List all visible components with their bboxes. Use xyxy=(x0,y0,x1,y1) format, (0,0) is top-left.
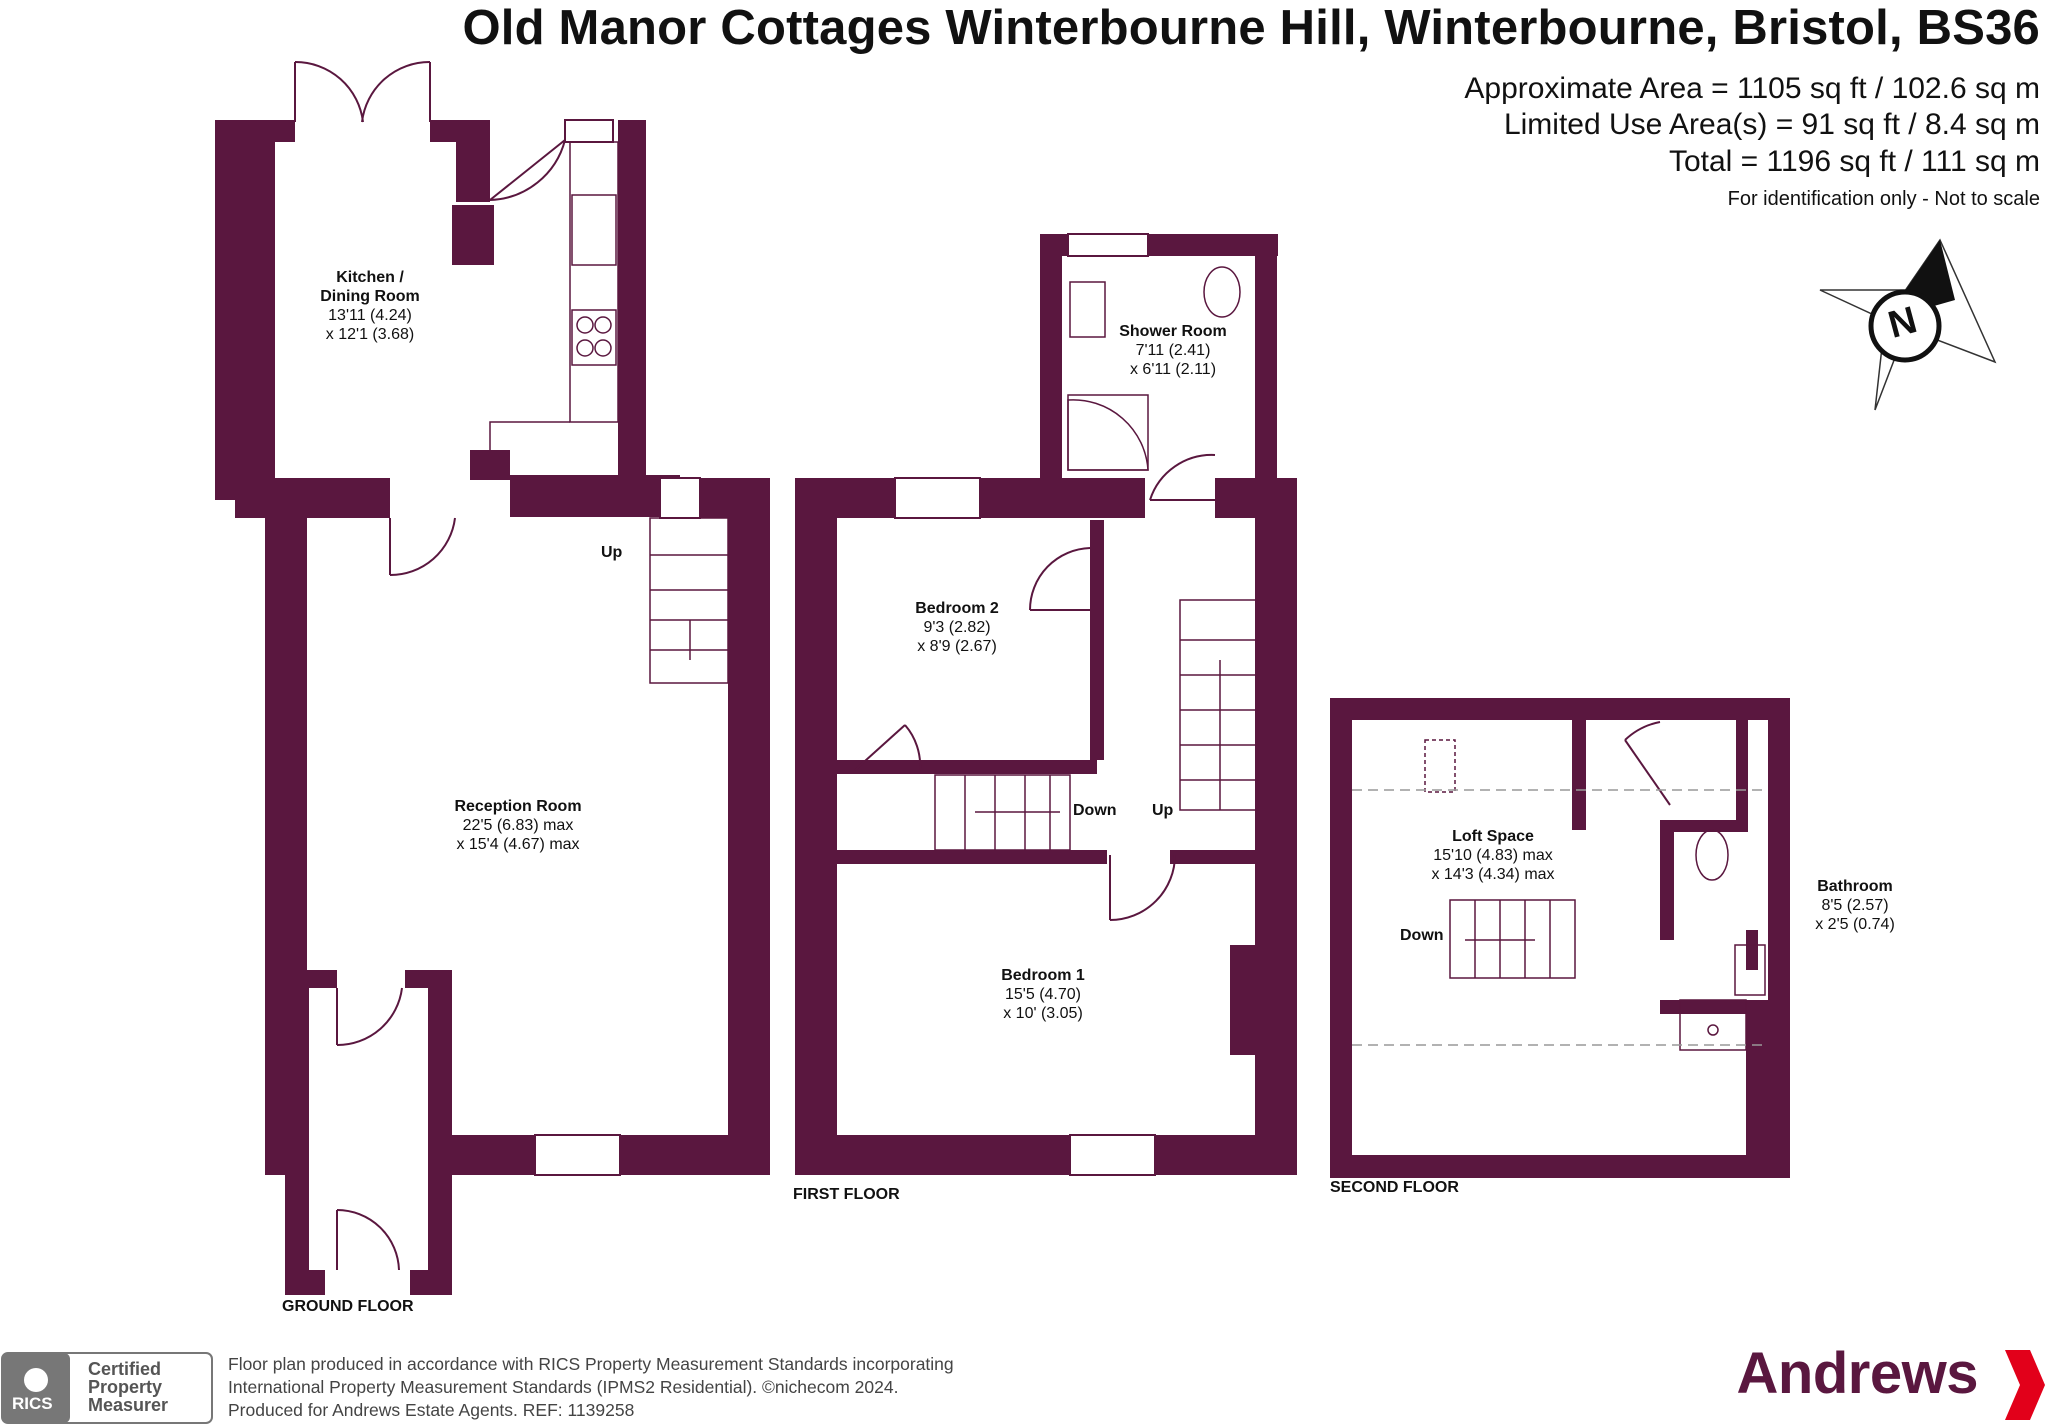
stairs-up-label: Up xyxy=(1152,802,1174,819)
rics-logo-text: RICS xyxy=(12,1394,53,1413)
rics-line: Measurer xyxy=(88,1395,169,1415)
fixtures xyxy=(489,141,1768,1051)
room-dim: 15'10 (4.83) max xyxy=(1433,847,1553,864)
room-name: Loft Space xyxy=(1452,828,1534,845)
room-reception: Reception Room 22'5 (6.83) max x 15'4 (4… xyxy=(454,797,581,854)
room-bathroom: Bathroom 8'5 (2.57) x 2'5 (0.74) xyxy=(1815,877,1895,934)
room-dim: 9'3 (2.82) xyxy=(923,619,991,636)
room-dim: x 10' (3.05) xyxy=(1003,1005,1083,1022)
total-area: Total = 1196 sq ft / 111 sq m xyxy=(1668,145,2040,178)
compass xyxy=(1819,238,1997,411)
room-name: Bedroom 2 xyxy=(915,600,999,617)
rics-certified: Certified Property Measurer xyxy=(88,1360,168,1414)
room-name: Kitchen / xyxy=(336,269,404,286)
page-title: Old Manor Cottages Winterbourne Hill, Wi… xyxy=(462,1,2040,55)
footer-line-1: Floor plan produced in accordance with R… xyxy=(228,1354,954,1374)
rics-line: Property xyxy=(88,1377,163,1397)
floor-label-ground: GROUND FLOOR xyxy=(282,1298,414,1315)
room-dim: x 2'5 (0.74) xyxy=(1815,916,1895,933)
rics-line: Certified xyxy=(88,1359,162,1379)
room-dim: 13'11 (4.24) xyxy=(328,307,412,324)
stairs-down-label: Down xyxy=(1400,927,1444,944)
doors xyxy=(294,60,1671,1271)
room-dim: 8'5 (2.57) xyxy=(1821,897,1889,914)
room-name: Bathroom xyxy=(1817,878,1893,895)
room-loft: Loft Space 15'10 (4.83) max x 14'3 (4.34… xyxy=(1431,827,1554,884)
room-kitchen: Kitchen / Dining Room 13'11 (4.24) x 12'… xyxy=(320,268,420,344)
room-dim: 22'5 (6.83) max xyxy=(462,817,574,834)
room-dim: x 8'9 (2.67) xyxy=(917,638,997,655)
room-bedroom-1: Bedroom 1 15'5 (4.70) x 10' (3.05) xyxy=(1001,966,1085,1023)
room-dim: 15'5 (4.70) xyxy=(1004,986,1081,1003)
approx-area: Approximate Area = 1105 sq ft / 102.6 sq… xyxy=(1464,72,2040,105)
walls xyxy=(215,120,1790,1295)
room-bedroom-2: Bedroom 2 9'3 (2.82) x 8'9 (2.67) xyxy=(915,599,999,656)
room-name: Bedroom 1 xyxy=(1001,967,1085,984)
room-name: Reception Room xyxy=(454,798,582,815)
floor-label-second: SECOND FLOOR xyxy=(1330,1179,1459,1196)
room-name-2: Dining Room xyxy=(320,288,420,305)
rics-badge xyxy=(1,1352,213,1424)
footer-line-3: Produced for Andrews Estate Agents. REF:… xyxy=(228,1400,635,1420)
brand-logo: Andrews xyxy=(1736,1341,1979,1406)
andrews-chevron-icon xyxy=(2005,1350,2045,1420)
stairs-down-label: Down xyxy=(1073,802,1117,819)
limited-use-area: Limited Use Area(s) = 91 sq ft / 8.4 sq … xyxy=(1503,108,2040,141)
stairs-up-label: Up xyxy=(601,544,623,561)
room-name: Shower Room xyxy=(1119,323,1227,340)
scale-note: For identification only - Not to scale xyxy=(1727,188,2040,210)
room-dim: x 15'4 (4.67) max xyxy=(456,836,580,853)
room-dim: x 14'3 (4.34) max xyxy=(1431,866,1555,883)
footer-line-2: International Property Measurement Stand… xyxy=(228,1377,899,1397)
room-shower: Shower Room 7'11 (2.41) x 6'11 (2.11) xyxy=(1119,322,1227,379)
room-dim: 7'11 (2.41) xyxy=(1135,342,1211,359)
floor-label-first: FIRST FLOOR xyxy=(793,1186,900,1203)
room-dim: x 12'1 (3.68) xyxy=(325,326,415,343)
windows xyxy=(534,119,1156,1176)
room-dim: x 6'11 (2.11) xyxy=(1129,361,1217,378)
